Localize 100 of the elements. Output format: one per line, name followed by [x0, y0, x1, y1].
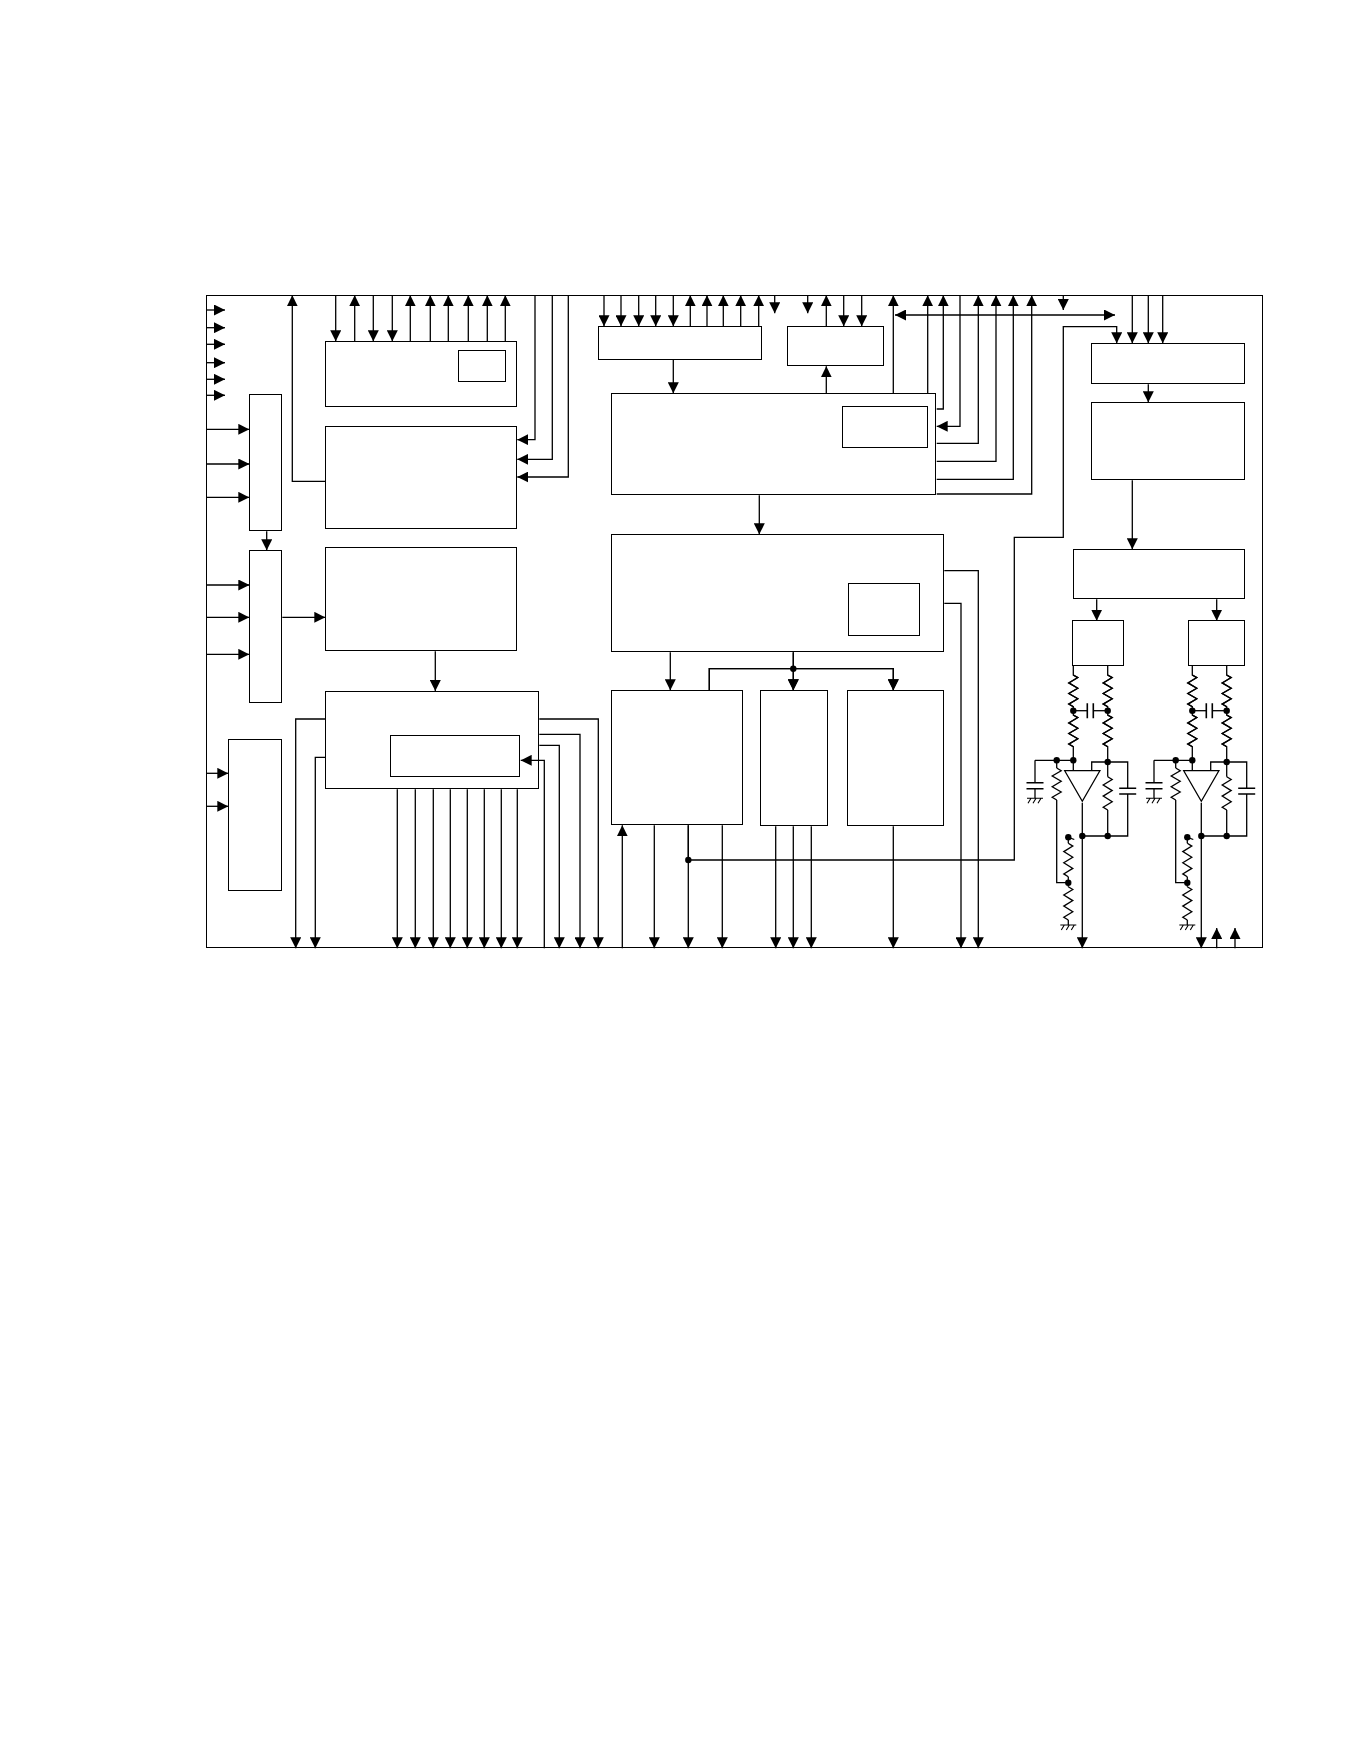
arrow [391, 788, 403, 949]
chip-outline [206, 295, 1264, 949]
arrow [936, 294, 1002, 462]
arrow [281, 611, 326, 623]
function-block [610, 392, 937, 495]
function-block [1072, 548, 1246, 599]
function-block [786, 325, 885, 366]
arrow [936, 294, 961, 432]
arrow [838, 294, 850, 327]
arrow [205, 338, 226, 350]
arrow [1211, 598, 1223, 622]
arrow [633, 294, 645, 327]
arrow [664, 651, 676, 691]
arrow [516, 294, 553, 465]
arrow [1142, 383, 1154, 403]
arrow [511, 788, 523, 949]
connector-line [1091, 665, 1114, 772]
arrow [769, 294, 781, 314]
arrow [349, 294, 361, 342]
function-block [846, 689, 945, 826]
arrow [687, 326, 1123, 861]
arrow [205, 579, 250, 591]
arrow [615, 294, 627, 327]
function-block [324, 425, 517, 529]
arrow [330, 294, 342, 342]
narrow-block [248, 393, 282, 531]
arrow [442, 294, 454, 342]
arrow [1195, 802, 1207, 949]
function-block [324, 340, 517, 407]
arrow [290, 718, 326, 949]
function-block [597, 325, 762, 360]
arrow [887, 825, 899, 949]
arrow [205, 767, 229, 779]
arrow [598, 294, 610, 327]
arrow [516, 294, 569, 483]
arrow [753, 494, 765, 535]
sub-block [458, 350, 507, 383]
arrow [495, 788, 507, 949]
arrow [787, 825, 799, 949]
arrow [684, 294, 696, 327]
arrow [1229, 927, 1241, 949]
arrow [650, 294, 662, 327]
arrow [1091, 598, 1103, 622]
arrow [856, 294, 868, 327]
arrow [205, 304, 226, 316]
function-block [324, 690, 539, 789]
arrow [936, 294, 1038, 495]
arrow [538, 718, 604, 949]
arrow [802, 294, 814, 314]
arrow [943, 602, 967, 949]
connector-line [1067, 665, 1080, 772]
arrow [936, 294, 1019, 480]
arrow [205, 800, 229, 812]
arrow [481, 294, 493, 342]
arrow [205, 458, 250, 470]
arrow [261, 530, 273, 551]
arrow [424, 294, 436, 342]
arrow [205, 357, 226, 369]
arrow [309, 756, 326, 949]
arrow [667, 359, 679, 394]
arrow [516, 294, 536, 446]
arrow [887, 294, 899, 394]
arrow [409, 788, 421, 949]
function-block [759, 689, 829, 826]
arrow [716, 824, 728, 949]
arrow [820, 365, 832, 394]
arrow [462, 294, 474, 342]
op-amp-symbol [1182, 770, 1220, 803]
arrow [205, 322, 226, 334]
arrow [701, 294, 713, 327]
function-block [610, 533, 944, 652]
arrow [205, 611, 250, 623]
arrow [943, 570, 984, 949]
function-block [324, 546, 517, 651]
narrow-block [227, 738, 282, 891]
sub-block [848, 583, 920, 636]
sub-block [390, 735, 520, 778]
arrow [1126, 294, 1138, 344]
arrow [805, 825, 817, 949]
arrow [735, 294, 747, 327]
arrow [538, 733, 586, 949]
connector-line [1210, 665, 1233, 772]
arrow [386, 294, 398, 342]
arrow [538, 744, 565, 949]
function-block [1090, 342, 1246, 384]
arrow [770, 825, 782, 949]
arrow [708, 668, 899, 691]
function-block [1090, 401, 1246, 480]
arrow [429, 650, 441, 692]
arrow [205, 373, 226, 385]
arrow [667, 294, 679, 327]
arrow [520, 754, 545, 949]
arrow [616, 824, 628, 949]
arrow [820, 294, 832, 327]
small-block [1187, 620, 1246, 666]
arrow [753, 294, 765, 327]
arrow [717, 294, 729, 327]
arrow [936, 294, 949, 410]
arrow [648, 824, 660, 949]
arrow [404, 294, 416, 342]
